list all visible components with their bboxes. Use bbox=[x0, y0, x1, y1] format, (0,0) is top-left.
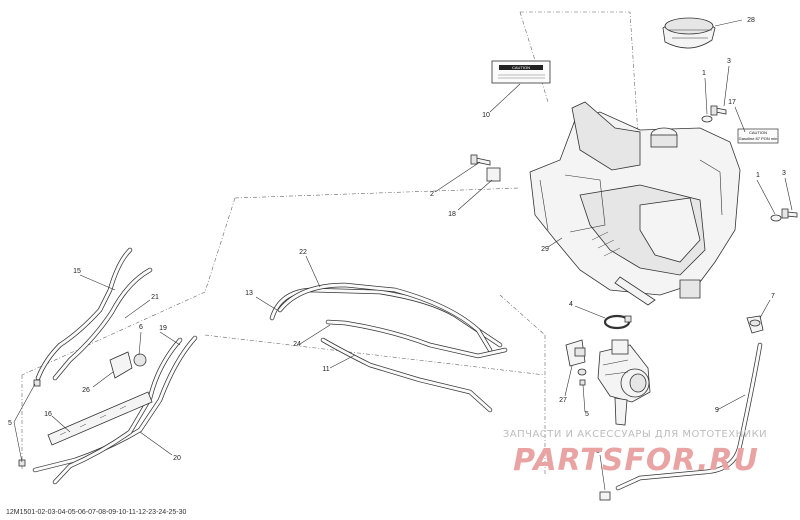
hose-11 bbox=[320, 337, 493, 413]
callout-24: 24 bbox=[293, 341, 301, 348]
watermark-logo: PARTSFOR.RU bbox=[513, 443, 759, 478]
callout-21: 21 bbox=[151, 294, 159, 301]
callout-numbers: 1 1 2 3 3 4 5 5 6 7 8 9 10 11 13 15 16 1… bbox=[8, 17, 786, 462]
callout-15: 15 bbox=[73, 268, 81, 275]
leader-lines bbox=[13, 19, 793, 491]
hose-24 bbox=[325, 319, 508, 359]
diagram-reference-code: 12M1501-02-03-04-05-06-07-08-09-10-11-12… bbox=[6, 509, 187, 516]
hose-20 bbox=[52, 337, 183, 485]
decal-caution: CAUTION bbox=[491, 60, 551, 84]
callout-20: 20 bbox=[173, 455, 181, 462]
callout-17: 17 bbox=[728, 99, 736, 106]
callout-2: 2 bbox=[430, 191, 434, 198]
callout-10: 10 bbox=[482, 112, 490, 119]
hose-22 bbox=[269, 282, 503, 353]
watermark: ЗАПЧАСТИ И АКСЕССУАРЫ ДЛЯ МОТОТЕХНИКИ PA… bbox=[503, 429, 767, 478]
clips bbox=[18, 379, 586, 467]
hose-9 bbox=[599, 342, 763, 501]
callout-9: 9 bbox=[715, 407, 719, 414]
fuel-tank bbox=[529, 101, 741, 306]
hose-15 bbox=[35, 247, 133, 381]
bracket bbox=[109, 351, 147, 379]
callout-1: 1 bbox=[702, 70, 706, 77]
callout-29: 29 bbox=[541, 246, 549, 253]
guide-lines bbox=[21, 11, 639, 475]
callout-1: 1 bbox=[756, 172, 760, 179]
callout-5: 5 bbox=[585, 411, 589, 418]
fasteners bbox=[470, 105, 798, 222]
callout-18: 18 bbox=[448, 211, 456, 218]
callout-27: 27 bbox=[559, 397, 567, 404]
callout-13: 13 bbox=[245, 290, 253, 297]
callout-4: 4 bbox=[569, 301, 573, 308]
callout-26: 26 bbox=[82, 387, 90, 394]
callout-19: 19 bbox=[159, 325, 167, 332]
decal-caution-text: CAUTION bbox=[512, 65, 530, 70]
elbow-fitting bbox=[746, 315, 764, 334]
protective-sleeve bbox=[47, 391, 153, 446]
fuel-cap bbox=[662, 17, 716, 49]
decal-fuel-caution-text: CAUTION bbox=[749, 130, 767, 135]
hose-21 bbox=[52, 267, 153, 381]
callout-6: 6 bbox=[139, 324, 143, 331]
decal-fuel-spec: CAUTION Gasoline 87 PON min bbox=[737, 128, 779, 144]
hose-clamp bbox=[603, 314, 632, 330]
fuel-pump bbox=[565, 339, 651, 426]
callout-5: 5 bbox=[8, 420, 12, 427]
callout-22: 22 bbox=[299, 249, 307, 256]
decal-fuel-spec-text: Gasoline 87 PON min bbox=[739, 136, 778, 141]
callout-16: 16 bbox=[44, 411, 52, 418]
callout-28: 28 bbox=[747, 17, 755, 24]
callout-3: 3 bbox=[782, 170, 786, 177]
callout-7: 7 bbox=[771, 293, 775, 300]
callout-8: 8 bbox=[596, 448, 600, 455]
callout-3: 3 bbox=[727, 58, 731, 65]
watermark-tagline: ЗАПЧАСТИ И АКСЕССУАРЫ ДЛЯ МОТОТЕХНИКИ bbox=[503, 429, 767, 440]
callout-11: 11 bbox=[322, 366, 329, 373]
